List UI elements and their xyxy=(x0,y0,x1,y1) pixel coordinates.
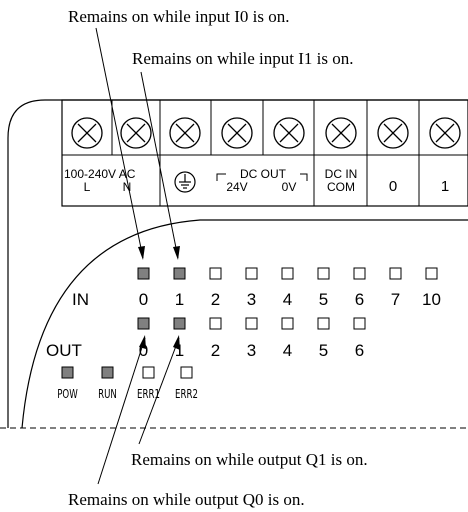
arrowhead-icon xyxy=(139,335,146,349)
callout-line-q0 xyxy=(97,337,146,485)
out-led-row xyxy=(137,317,366,330)
status-label-err2: ERR2 xyxy=(175,388,198,402)
in-number-4: 4 xyxy=(283,290,292,309)
in-led-6 xyxy=(353,267,366,280)
status-label-err1: ERR1 xyxy=(137,388,160,402)
in-led-7 xyxy=(389,267,402,280)
status-label-pow: POW xyxy=(57,388,78,402)
out-number-2: 2 xyxy=(211,341,220,360)
screw-icon xyxy=(221,117,253,149)
in-number-6: 6 xyxy=(355,290,364,309)
callout-lines xyxy=(95,27,180,485)
in-number-1: 1 xyxy=(175,290,184,309)
dc-in-label: DC IN xyxy=(325,167,358,181)
screw-icon xyxy=(169,117,201,149)
in-led-1 xyxy=(173,267,186,280)
dc-out-bracket xyxy=(216,173,308,181)
out-led-0 xyxy=(137,317,150,330)
in-number-row: 0 1 2 3 4 5 6 7 10 xyxy=(139,290,441,309)
annotation-input-i0: Remains on while input I0 is on. xyxy=(68,7,289,26)
arrowhead-icon xyxy=(138,246,145,260)
status-led-pow xyxy=(61,366,74,379)
out-led-3 xyxy=(245,317,258,330)
out-number-row: 0 1 2 3 4 5 6 xyxy=(139,341,364,360)
ground-icon xyxy=(174,171,196,193)
callout-arrowheads xyxy=(138,246,180,350)
dc-in-com-label: COM xyxy=(327,180,355,194)
screw-icon xyxy=(71,117,103,149)
annotation-output-q0: Remains on while output Q0 is on. xyxy=(68,490,305,509)
terminal-n-label: N xyxy=(123,180,132,194)
status-led-row xyxy=(61,366,193,379)
annotation-output-q1: Remains on while output Q1 is on. xyxy=(131,450,368,469)
terminal-block: 100-240V AC L N DC OUT 24V 0V DC IN COM … xyxy=(61,99,468,207)
out-number-1: 1 xyxy=(175,341,184,360)
dc-0v-label: 0V xyxy=(282,180,297,194)
in-led-row xyxy=(137,267,438,280)
in-number-7: 7 xyxy=(391,290,400,309)
terminal-l-label: L xyxy=(84,180,91,194)
dc-out-label: DC OUT xyxy=(240,167,287,181)
in-led-0 xyxy=(137,267,150,280)
out-number-0: 0 xyxy=(139,341,148,360)
screw-icon xyxy=(325,117,357,149)
status-label-row: POW RUN ERR1 ERR2 xyxy=(57,388,198,402)
arrowhead-icon xyxy=(173,335,180,350)
out-number-5: 5 xyxy=(319,341,328,360)
in-number-8: 10 xyxy=(422,290,441,309)
in-number-2: 2 xyxy=(211,290,220,309)
terminal-in1-label: 1 xyxy=(441,178,449,195)
indicator-panel: IN OUT 0 1 2 3 4 5 6 7 10 0 1 2 3 4 5 6 POW RUN ERR1 ERR2 xyxy=(46,267,441,402)
callout-line-i0 xyxy=(95,27,144,259)
in-number-3: 3 xyxy=(247,290,256,309)
device-housing xyxy=(7,99,468,429)
callout-line-q1 xyxy=(138,337,180,445)
out-led-2 xyxy=(209,317,222,330)
status-led-err1 xyxy=(142,366,155,379)
screw-icon xyxy=(429,117,461,149)
out-led-5 xyxy=(317,317,330,330)
annotation-input-i1: Remains on while input I1 is on. xyxy=(132,49,353,68)
out-row-label: OUT xyxy=(46,341,82,360)
callout-line-i1 xyxy=(140,71,179,259)
out-led-6 xyxy=(353,317,366,330)
out-led-1 xyxy=(173,317,186,330)
in-row-label: IN xyxy=(72,290,89,309)
in-led-8 xyxy=(425,267,438,280)
screw-icon xyxy=(377,117,409,149)
in-led-5 xyxy=(317,267,330,280)
status-led-run xyxy=(101,366,114,379)
status-label-run: RUN xyxy=(98,388,117,402)
out-number-3: 3 xyxy=(247,341,256,360)
arrowhead-icon xyxy=(173,246,180,260)
out-number-6: 6 xyxy=(355,341,364,360)
dc-24v-label: 24V xyxy=(226,180,247,194)
screw-icon xyxy=(120,117,152,149)
screw-icon xyxy=(273,117,305,149)
status-led-err2 xyxy=(180,366,193,379)
in-number-5: 5 xyxy=(319,290,328,309)
terminal-power-label: 100-240V AC xyxy=(64,167,136,181)
in-led-4 xyxy=(281,267,294,280)
out-led-4 xyxy=(281,317,294,330)
in-led-3 xyxy=(245,267,258,280)
out-number-4: 4 xyxy=(283,341,292,360)
in-led-2 xyxy=(209,267,222,280)
terminal-in0-label: 0 xyxy=(389,178,397,195)
in-number-0: 0 xyxy=(139,290,148,309)
